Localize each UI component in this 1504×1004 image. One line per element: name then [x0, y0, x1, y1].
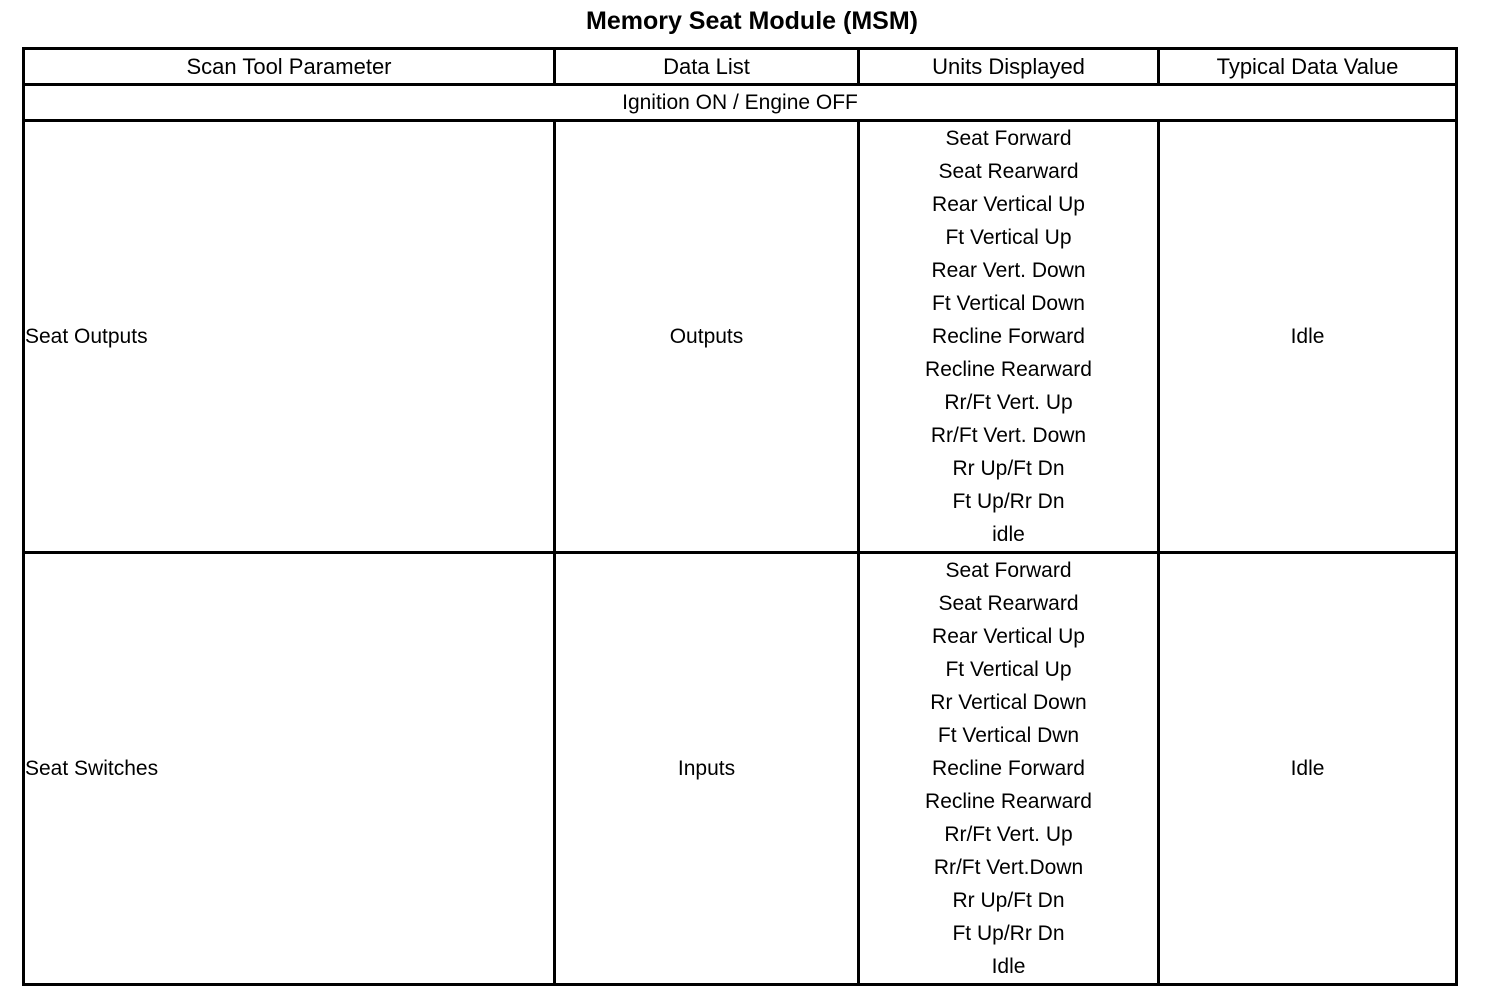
unit-item: Recline Rearward	[925, 790, 1092, 813]
column-header-scan-tool-parameter: Scan Tool Parameter	[22, 47, 556, 86]
unit-item: Rear Vertical Up	[932, 193, 1085, 216]
unit-item: Rr Up/Ft Dn	[952, 889, 1065, 912]
column-header-units-displayed: Units Displayed	[857, 47, 1160, 86]
unit-item: Rr Up/Ft Dn	[952, 457, 1065, 480]
unit-item: Seat Forward	[945, 559, 1072, 582]
unit-item: Rear Vertical Up	[932, 625, 1085, 648]
unit-item: Rr/Ft Vert. Down	[930, 424, 1087, 447]
unit-item: Ft Up/Rr Dn	[952, 922, 1065, 945]
section-heading-row: Ignition ON / Engine OFF	[22, 83, 1458, 122]
table-header-row: Scan Tool Parameter Data List Units Disp…	[22, 47, 1458, 86]
unit-item: Ft Vertical Dwn	[937, 724, 1080, 747]
cell-data-list-outputs: Outputs	[553, 119, 860, 554]
page-title: Memory Seat Module (MSM)	[586, 7, 918, 35]
cell-typical-data-value-seat-switches: Idle	[1157, 551, 1458, 986]
units-list-seat-outputs: Seat Forward Seat Rearward Rear Vertical…	[860, 122, 1157, 551]
unit-item: Idle	[991, 955, 1026, 978]
unit-item: Rr Vertical Down	[930, 691, 1087, 714]
table-header: Scan Tool Parameter Data List Units Disp…	[22, 47, 1458, 86]
unit-item: Ft Vertical Up	[945, 658, 1072, 681]
table-row: Seat Switches Inputs Seat Forward Seat R…	[22, 551, 1458, 986]
cell-typical-data-value-seat-outputs: Idle	[1157, 119, 1458, 554]
cell-parameter-seat-outputs: Seat Outputs	[22, 119, 556, 554]
memory-seat-module-table: Scan Tool Parameter Data List Units Disp…	[22, 47, 1458, 986]
unit-item: Seat Rearward	[938, 160, 1079, 183]
table-body: Ignition ON / Engine OFF Seat Outputs Ou…	[22, 83, 1458, 986]
unit-item: idle	[992, 523, 1025, 546]
unit-item: Recline Rearward	[925, 358, 1092, 381]
table-row: Seat Outputs Outputs Seat Forward Seat R…	[22, 119, 1458, 554]
unit-item: Rear Vert. Down	[931, 259, 1086, 282]
column-header-data-list: Data List	[553, 47, 860, 86]
unit-item: Rr/Ft Vert. Up	[944, 823, 1073, 846]
section-heading-ignition-on-engine-off: Ignition ON / Engine OFF	[22, 83, 1458, 122]
unit-item: Rr/Ft Vert.Down	[933, 856, 1084, 879]
unit-item: Seat Rearward	[938, 592, 1079, 615]
cell-data-list-inputs: Inputs	[553, 551, 860, 986]
units-list-seat-switches: Seat Forward Seat Rearward Rear Vertical…	[860, 554, 1157, 983]
unit-item: Ft Vertical Down	[932, 292, 1085, 315]
unit-item: Ft Up/Rr Dn	[952, 490, 1065, 513]
cell-parameter-seat-switches: Seat Switches	[22, 551, 556, 986]
cell-units-displayed-seat-switches: Seat Forward Seat Rearward Rear Vertical…	[857, 551, 1160, 986]
unit-item: Ft Vertical Up	[945, 226, 1072, 249]
unit-item: Rr/Ft Vert. Up	[944, 391, 1073, 414]
cell-units-displayed-seat-outputs: Seat Forward Seat Rearward Rear Vertical…	[857, 119, 1160, 554]
column-header-typical-data-value: Typical Data Value	[1157, 47, 1458, 86]
unit-item: Recline Forward	[932, 757, 1085, 780]
unit-item: Seat Forward	[945, 127, 1072, 150]
unit-item: Recline Forward	[932, 325, 1085, 348]
